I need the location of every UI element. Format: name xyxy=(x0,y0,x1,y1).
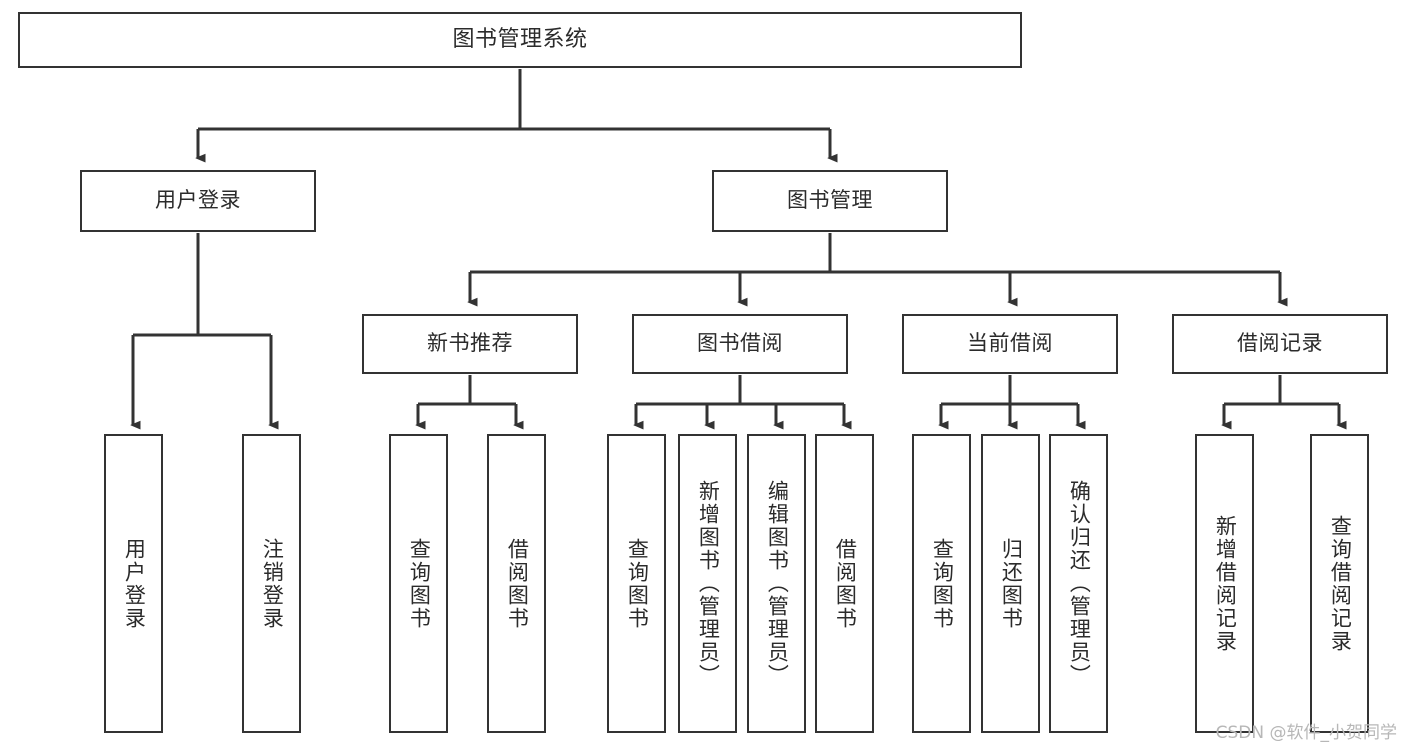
node-root-label: 图书管理系统 xyxy=(452,26,588,52)
node-current-borrow-label: 当前借阅 xyxy=(967,331,1053,356)
node-book-borrow[interactable]: 图书借阅 xyxy=(632,314,848,374)
leaf-book-borrow-add-label: 新增图书（管理员） xyxy=(696,480,721,687)
node-book-management-label: 图书管理 xyxy=(787,188,873,213)
node-root[interactable]: 图书管理系统 xyxy=(18,12,1022,68)
node-borrow-record[interactable]: 借阅记录 xyxy=(1172,314,1388,374)
node-new-book-recommend-label: 新书推荐 xyxy=(427,331,513,356)
node-book-management[interactable]: 图书管理 xyxy=(712,170,948,232)
node-current-borrow[interactable]: 当前借阅 xyxy=(902,314,1118,374)
leaf-book-borrow-query-label: 查询图书 xyxy=(625,537,650,630)
watermark-text: CSDN @软件_小贺同学 xyxy=(1215,723,1397,743)
node-new-book-recommend[interactable]: 新书推荐 xyxy=(362,314,578,374)
leaf-book-borrow-edit-label: 编辑图书（管理员） xyxy=(765,480,790,687)
leaf-user-login-logout-label: 注销登录 xyxy=(260,537,285,630)
leaf-user-login-logout[interactable]: 注销登录 xyxy=(242,434,301,733)
leaf-current-borrow-return[interactable]: 归还图书 xyxy=(981,434,1040,733)
leaf-book-borrow-borrow-label: 借阅图书 xyxy=(833,537,858,630)
leaf-borrow-record-add[interactable]: 新增借阅记录 xyxy=(1195,434,1254,733)
leaf-new-book-query[interactable]: 查询图书 xyxy=(389,434,448,733)
node-user-login[interactable]: 用户登录 xyxy=(80,170,316,232)
leaf-user-login-login-label: 用户登录 xyxy=(122,537,147,630)
leaf-book-borrow-query[interactable]: 查询图书 xyxy=(607,434,666,733)
leaf-borrow-record-add-label: 新增借阅记录 xyxy=(1213,514,1238,653)
leaf-current-borrow-confirm-label: 确认归还（管理员） xyxy=(1067,480,1092,687)
leaf-new-book-borrow-label: 借阅图书 xyxy=(505,537,530,630)
leaf-user-login-login[interactable]: 用户登录 xyxy=(104,434,163,733)
leaf-book-borrow-edit[interactable]: 编辑图书（管理员） xyxy=(747,434,806,733)
leaf-new-book-query-label: 查询图书 xyxy=(407,537,432,630)
leaf-current-borrow-return-label: 归还图书 xyxy=(999,537,1024,630)
leaf-book-borrow-borrow[interactable]: 借阅图书 xyxy=(815,434,874,733)
leaf-current-borrow-query-label: 查询图书 xyxy=(930,537,955,630)
leaf-current-borrow-confirm[interactable]: 确认归还（管理员） xyxy=(1049,434,1108,733)
leaf-borrow-record-query-label: 查询借阅记录 xyxy=(1328,514,1353,653)
leaf-book-borrow-add[interactable]: 新增图书（管理员） xyxy=(678,434,737,733)
leaf-new-book-borrow[interactable]: 借阅图书 xyxy=(487,434,546,733)
node-user-login-label: 用户登录 xyxy=(155,188,241,213)
node-borrow-record-label: 借阅记录 xyxy=(1237,331,1323,356)
node-book-borrow-label: 图书借阅 xyxy=(697,331,783,356)
leaf-borrow-record-query[interactable]: 查询借阅记录 xyxy=(1310,434,1369,733)
leaf-current-borrow-query[interactable]: 查询图书 xyxy=(912,434,971,733)
